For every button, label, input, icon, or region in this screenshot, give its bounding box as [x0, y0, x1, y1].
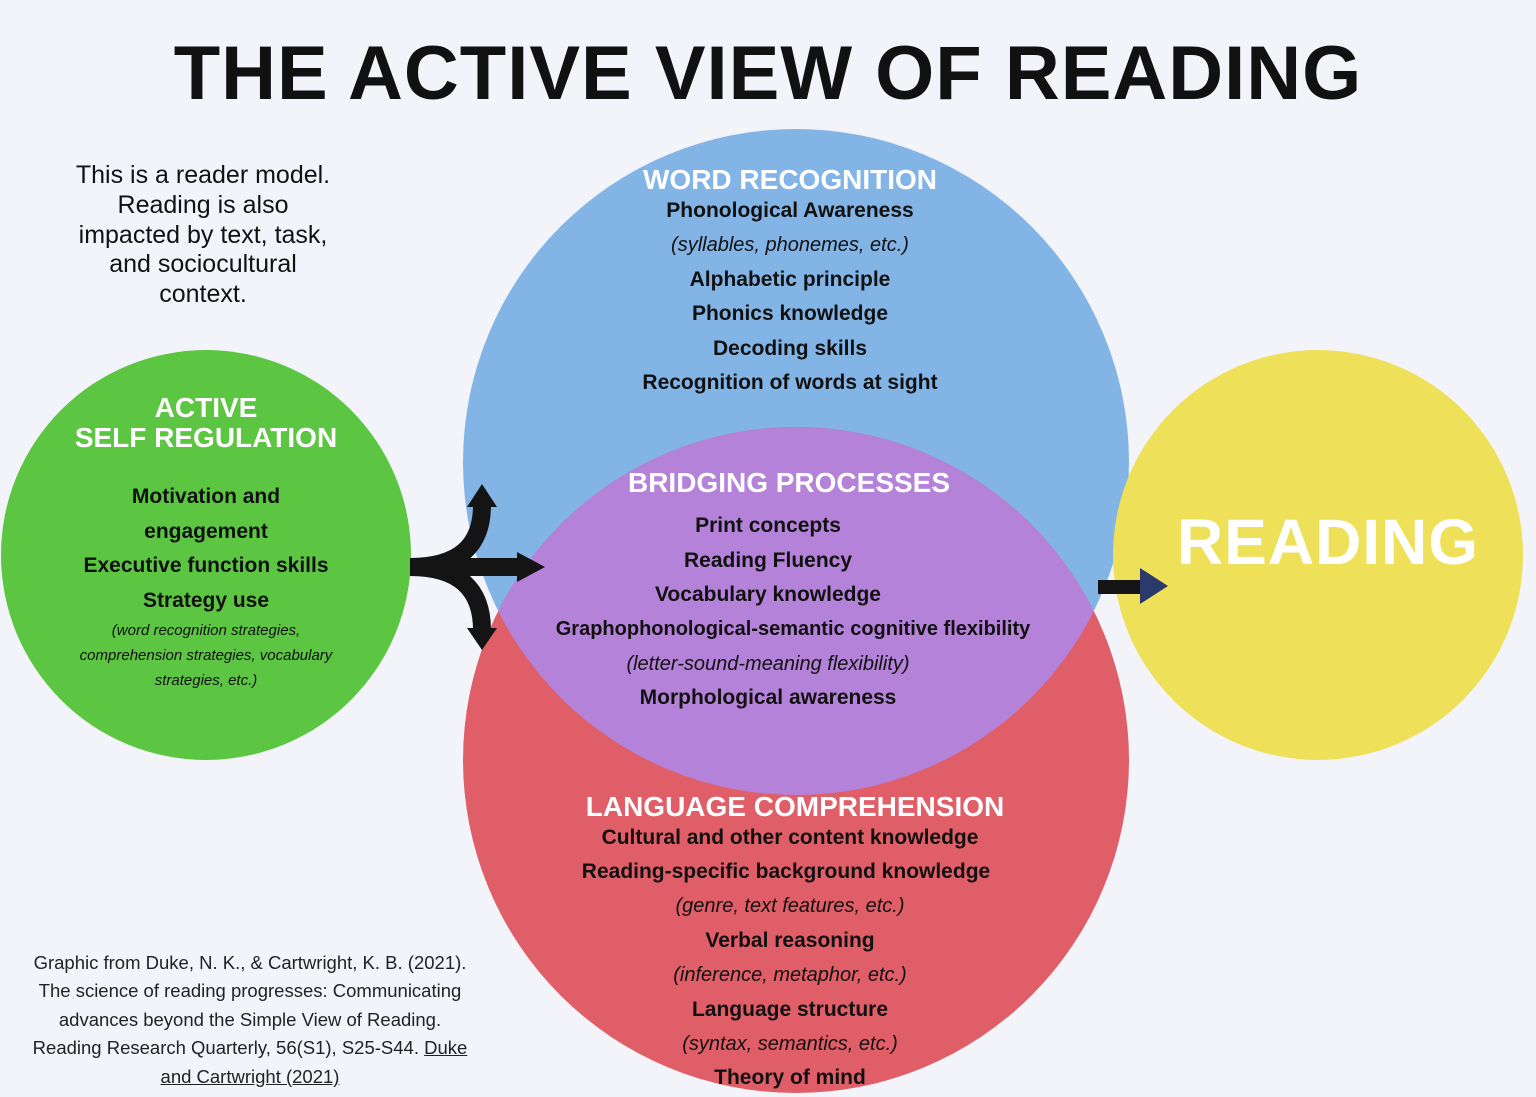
item: Morphological awareness [639, 686, 897, 709]
section-title: ACTIVE [154, 392, 258, 423]
citation-line: and Cartwright (2021) [0, 1062, 650, 1092]
citation-line: Graphic from Duke, N. K., & Cartwright, … [33, 952, 467, 973]
note-line: and sociocultural [109, 250, 297, 278]
item: Language structure [691, 998, 889, 1021]
item: Alphabetic principle [689, 268, 891, 291]
section-title: BRIDGING PROCESSES [627, 467, 951, 498]
item-note: (genre, text features, etc.) [675, 895, 905, 917]
note-line: impacted by text, task, [78, 221, 328, 249]
reading-circle [1113, 350, 1523, 760]
item: Print concepts [695, 514, 841, 537]
self-regulation-circle [1, 350, 411, 760]
section-title: LANGUAGE COMPREHENSION [585, 791, 1005, 822]
note-line: context. [159, 280, 247, 308]
section-title: SELF REGULATION [74, 422, 338, 453]
item-note: (inference, metaphor, etc.) [673, 964, 907, 986]
item: Phonological Awareness [666, 199, 914, 222]
item-note: (syllables, phonemes, etc.) [671, 234, 909, 256]
item: Graphophonological-semantic cognitive fl… [555, 618, 1031, 640]
item: Theory of mind [714, 1066, 866, 1089]
item: Decoding skills [712, 337, 868, 360]
item: engagement [144, 520, 268, 543]
item: Vocabulary knowledge [654, 583, 881, 606]
citation-link[interactable]: Duke [424, 1037, 468, 1058]
item: Motivation and [131, 485, 281, 508]
reading-label: READING [1176, 506, 1480, 578]
section-title: WORD RECOGNITION [643, 164, 937, 195]
citation-text: Reading Research Quarterly, 56(S1), S25-… [32, 1037, 419, 1058]
item: Verbal reasoning [705, 929, 875, 952]
fork-arrow-icon [409, 504, 520, 631]
citation-line: advances beyond the Simple View of Readi… [58, 1009, 442, 1030]
page-title: THE ACTIVE VIEW OF READING [173, 31, 1363, 116]
bridging-processes-lens [463, 427, 1129, 795]
citation-line: The science of reading progresses: Commu… [38, 980, 462, 1001]
citation-line: Reading Research Quarterly, 56(S1), S25-… [0, 1033, 650, 1063]
output-arrow-icon [1098, 568, 1168, 604]
note-line: Reading is also [117, 191, 289, 219]
item: Reading Fluency [683, 549, 853, 572]
item: Reading-specific background knowledge [581, 860, 991, 883]
item-note: strategies, etc.) [154, 672, 258, 689]
item-note: (syntax, semantics, etc.) [682, 1033, 898, 1055]
item-note: comprehension strategies, vocabulary [79, 647, 333, 664]
item-note: (letter-sound-meaning flexibility) [626, 653, 910, 675]
arrowheads [467, 484, 545, 650]
item: Phonics knowledge [691, 302, 889, 325]
item-note: (word recognition strategies, [111, 622, 301, 639]
item: Strategy use [142, 589, 270, 612]
item: Cultural and other content knowledge [601, 826, 979, 849]
item: Recognition of words at sight [642, 371, 938, 394]
item: Executive function skills [83, 554, 329, 577]
note-line: This is a reader model. [75, 161, 331, 189]
citation-link[interactable]: and Cartwright (2021) [160, 1066, 340, 1087]
